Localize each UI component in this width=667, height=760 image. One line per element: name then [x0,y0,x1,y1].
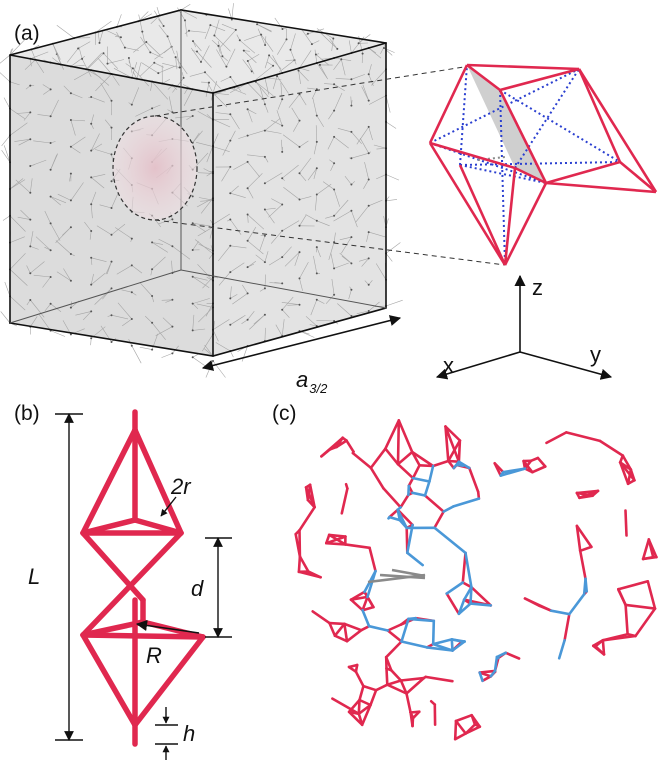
diameter-arrow [160,496,177,517]
spacing-dimension [205,537,232,638]
panel-b: (b) L 2r [14,402,232,760]
strut-unit [80,409,206,747]
lattice-cube [0,3,403,378]
x-axis-arrow [435,351,521,380]
zoom-lines [154,65,506,266]
y-axis-label: y [590,342,601,367]
diameter-label: 2r [170,474,192,499]
y-axis-arrow [519,351,613,380]
cluster-gray-struts [367,568,426,584]
lattice-parameter-arrow [201,315,402,371]
cluster-blue-struts [361,460,589,683]
panel-a: (a) a3/2 [0,3,658,396]
length-dimension [55,413,83,741]
height-label: h [183,721,195,746]
unit-cell [428,63,658,266]
unit-cell-shaded-plane [467,65,546,183]
radius-arrow [135,619,200,634]
length-label: L [28,564,40,589]
x-axis-label: x [443,353,454,378]
spacing-label: d [191,576,204,601]
panel-a-label: (a) [14,22,40,45]
radius-label: R [146,643,162,668]
panel-b-label: (b) [14,402,40,425]
lattice-parameter-label: a3/2 [296,367,328,396]
cluster-red-struts [294,419,658,741]
height-dimension [155,707,178,760]
highlight-region [113,116,197,220]
z-axis-label: z [532,275,543,300]
coordinate-axes: z y x [435,274,613,380]
panel-c: (c) [272,402,658,741]
red-struts [428,63,658,266]
panel-c-label: (c) [272,402,297,425]
